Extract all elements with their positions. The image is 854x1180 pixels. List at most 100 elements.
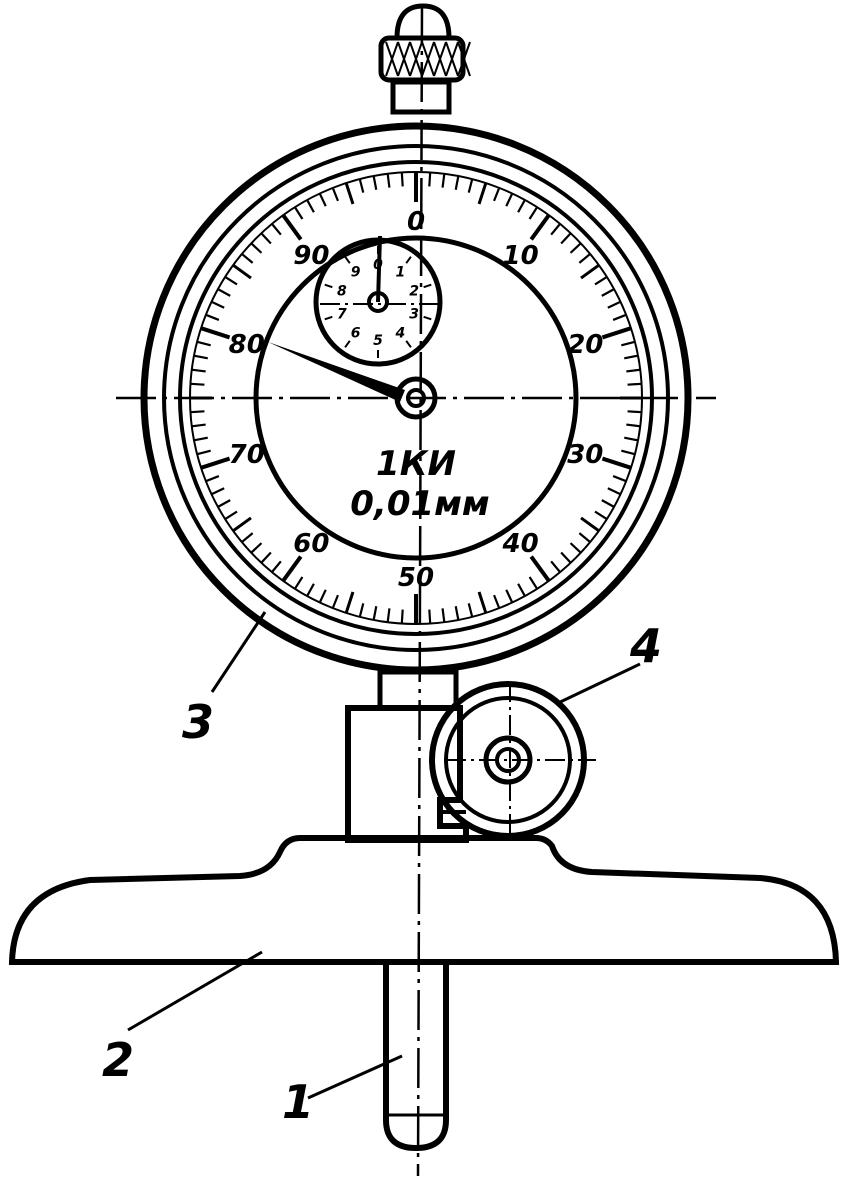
main-scale-tick xyxy=(493,187,501,202)
main-scale-tick xyxy=(191,423,206,428)
main-scale-tick xyxy=(200,456,231,470)
leader-2 xyxy=(127,950,263,1032)
main-scale-tick xyxy=(400,609,404,624)
main-scale-tick xyxy=(196,340,211,347)
revolution-counter-tick xyxy=(405,340,412,348)
main-scale-tick xyxy=(477,591,488,614)
main-scale-tick xyxy=(191,368,206,373)
main-scale-tick xyxy=(550,560,561,573)
main-scale-tick xyxy=(517,583,526,597)
main-scale-number: 30 xyxy=(567,440,603,470)
main-scale-tick xyxy=(601,499,615,508)
vertical-center-line xyxy=(416,3,424,1177)
revolution-counter-number: 5 xyxy=(373,333,383,349)
main-scale-tick xyxy=(260,232,272,245)
main-scale-tick xyxy=(281,555,303,583)
main-scale-number: 80 xyxy=(229,330,265,360)
main-scale-tick xyxy=(612,475,627,483)
main-scale-tick xyxy=(578,532,591,543)
main-scale-tick xyxy=(594,510,608,521)
main-scale-tick xyxy=(318,193,327,207)
main-scale-number: 60 xyxy=(293,529,329,559)
main-scale-tick xyxy=(626,423,641,428)
main-scale-tick xyxy=(569,542,582,554)
knurl-line xyxy=(409,41,423,77)
main-scale-tick xyxy=(306,199,315,213)
main-scale-tick xyxy=(241,253,254,264)
main-scale-number: 70 xyxy=(229,440,265,470)
knurl-pattern xyxy=(385,41,471,77)
main-scale-tick xyxy=(493,594,501,609)
main-scale-tick xyxy=(193,354,208,360)
main-scale-tick xyxy=(205,313,220,321)
main-scale-tick xyxy=(400,172,404,187)
indicator-top-cap xyxy=(378,3,471,115)
main-scale-tick xyxy=(505,589,514,603)
main-scale-tick xyxy=(528,576,539,590)
main-scale-tick xyxy=(250,242,263,254)
main-scale-tick xyxy=(196,449,211,456)
main-scale-number: 40 xyxy=(502,529,539,559)
main-scale-number: 20 xyxy=(567,330,603,360)
revolution-counter-number: 2 xyxy=(409,283,419,299)
revolution-counter-number: 6 xyxy=(351,326,361,342)
main-scale-tick xyxy=(293,576,304,590)
main-scale-tick xyxy=(344,182,355,205)
main-scale-tick xyxy=(331,594,339,609)
revolution-counter-number: 1 xyxy=(395,264,405,280)
revolution-counter-pointer xyxy=(376,235,382,303)
gauge-base xyxy=(8,835,840,965)
revolution-counter-hub xyxy=(367,291,389,313)
main-scale-tick xyxy=(293,206,304,220)
main-scale-tick xyxy=(281,213,303,241)
revolution-counter-ticks xyxy=(324,246,432,358)
stylus-rod xyxy=(383,962,449,1152)
revolution-counter-number: 7 xyxy=(337,307,347,323)
main-scale-tick xyxy=(454,606,460,621)
revolution-counter-tick xyxy=(324,283,333,289)
main-scale-tick xyxy=(467,178,474,193)
main-scale-tick xyxy=(550,223,561,236)
main-scale-tick xyxy=(626,368,641,373)
main-scale-tick xyxy=(271,560,282,573)
main-scale-ticks xyxy=(190,172,642,624)
main-scale-tick xyxy=(358,603,365,618)
revolution-counter-tick xyxy=(423,283,432,289)
revolution-counter-tick xyxy=(324,315,333,321)
revolution-counter-tick xyxy=(344,256,351,264)
main-scale-tick xyxy=(467,603,474,618)
main-scale-tick xyxy=(517,199,526,213)
main-scale-tick xyxy=(594,275,608,286)
callout-label-3: 3 xyxy=(182,695,214,749)
revolution-counter-number: 9 xyxy=(351,264,361,280)
callout-label-4: 4 xyxy=(629,619,662,673)
leader-3 xyxy=(210,611,267,693)
callout-label-2: 2 xyxy=(102,1033,134,1087)
center-lines xyxy=(116,3,716,1177)
main-scale-tick xyxy=(386,173,391,188)
main-scale-tick xyxy=(528,206,539,220)
main-scale-tick xyxy=(601,456,632,470)
leader-1 xyxy=(307,1054,403,1100)
revolution-counter-number: 3 xyxy=(409,307,419,323)
main-scale-tick xyxy=(193,436,208,442)
main-scale-tick xyxy=(200,326,231,340)
revolution-counter-number: 4 xyxy=(394,326,405,342)
main-scale-tick xyxy=(627,410,642,414)
knurl-line xyxy=(433,41,447,77)
main-scale-tick xyxy=(386,608,391,623)
main-scale-tick xyxy=(624,436,639,442)
dial-legend-type: 1КИ xyxy=(376,444,456,484)
knurl-line xyxy=(457,41,471,77)
main-scale-tick xyxy=(477,182,488,205)
main-scale-tick xyxy=(560,232,572,245)
stylus xyxy=(383,962,449,1152)
knurl-line xyxy=(421,41,435,77)
knurl-line xyxy=(397,41,411,77)
main-scale-tick xyxy=(250,542,263,554)
main-scale-number: 50 xyxy=(398,563,434,593)
main-scale-tick xyxy=(372,606,378,621)
main-scale-tick xyxy=(454,175,460,190)
